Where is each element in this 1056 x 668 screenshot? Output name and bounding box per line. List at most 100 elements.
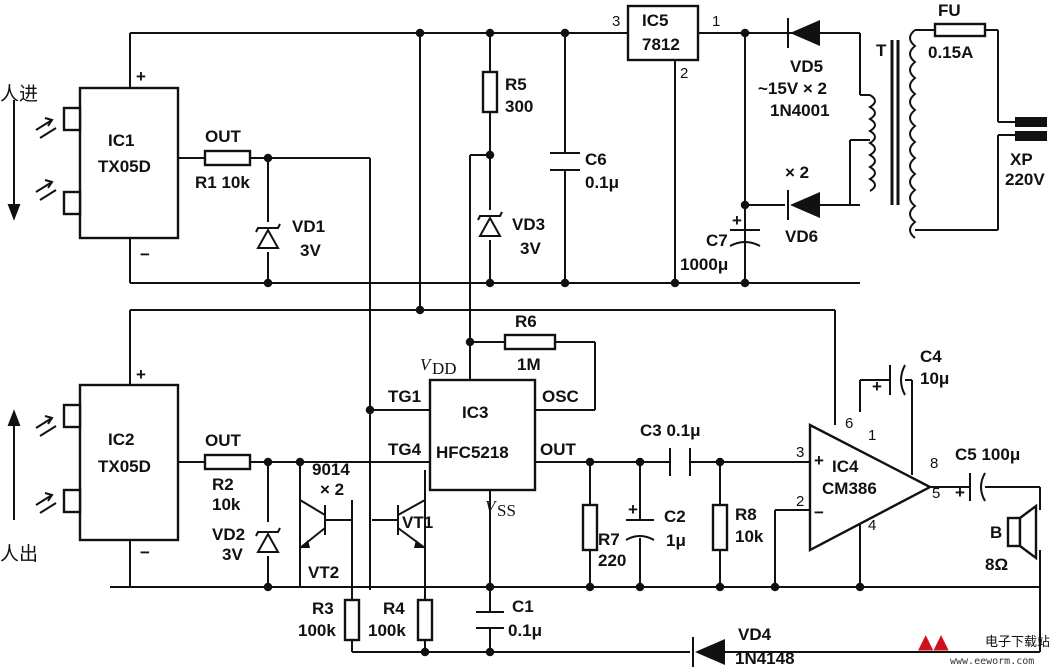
- xp-val: 220V: [1005, 170, 1045, 189]
- b-val: 8Ω: [985, 555, 1008, 574]
- c7-capacitor: +: [729, 211, 761, 283]
- fu-name: FU: [938, 1, 961, 20]
- vt-type2: × 2: [320, 480, 344, 499]
- label-in: 人进: [0, 83, 38, 105]
- watermark-logo: 电子下载站: [985, 635, 1050, 650]
- ic4-pin6: 6: [845, 415, 853, 432]
- c2-name: C2: [664, 507, 686, 526]
- vd4-name: VD4: [738, 625, 772, 644]
- r6-resistor: [503, 333, 557, 351]
- r1-label: R1 10k: [195, 173, 250, 192]
- vdd-label: V: [420, 355, 433, 374]
- ic4-pin8: 8: [930, 455, 938, 472]
- c2-val: 1μ: [666, 531, 686, 550]
- osc-label: OSC: [542, 387, 579, 406]
- r7-resistor: [581, 503, 599, 552]
- r2-name: R2: [212, 475, 234, 494]
- ic4-pin3: 3: [796, 444, 804, 461]
- vd4-diode: [692, 637, 725, 667]
- vd2-name: VD2: [212, 525, 245, 544]
- vd1-zener: [255, 223, 281, 249]
- ic2-name: IC2: [108, 430, 134, 449]
- out2-label: OUT: [205, 431, 242, 450]
- c6-val: 0.1μ: [585, 173, 619, 192]
- ic3-box: IC3 HFC5218 TG1 TG4 OSC OUT V DD V SS: [388, 355, 579, 520]
- c7-plus: +: [732, 211, 742, 230]
- vd2-val: 3V: [222, 545, 243, 564]
- vd5-diode: [787, 18, 820, 48]
- ic2-minus: −: [140, 543, 150, 562]
- ic4-pin4: 4: [868, 517, 876, 534]
- vt2-transistor: [299, 499, 326, 549]
- tg4-label: TG4: [388, 440, 422, 459]
- r6-name: R6: [515, 312, 537, 331]
- c2-plus: +: [628, 500, 638, 519]
- c5-capacitor: +: [955, 472, 986, 502]
- vd5-val2: 1N4001: [770, 101, 830, 120]
- c6-name: C6: [585, 150, 607, 169]
- tg1-label: TG1: [388, 387, 421, 406]
- watermark-site: www.eeworm.com: [950, 656, 1034, 667]
- c4-name: C4: [920, 347, 942, 366]
- fu-val: 0.15A: [928, 43, 973, 62]
- r4-resistor: [416, 598, 434, 642]
- c2-capacitor: +: [625, 500, 655, 541]
- r4-val: 100k: [368, 621, 406, 640]
- c5-label: C5 100μ: [955, 445, 1020, 464]
- ic2-box: IC2 TX05D + −: [62, 365, 180, 562]
- r8-val: 10k: [735, 527, 764, 546]
- r4-name: R4: [383, 599, 405, 618]
- vd5-name: VD5: [790, 57, 823, 76]
- c7-name: C7: [706, 231, 728, 250]
- r8-name: R8: [735, 505, 757, 524]
- out1-label: OUT: [205, 127, 242, 146]
- c3-capacitor: [669, 448, 691, 476]
- r5-val: 300: [505, 97, 533, 116]
- xp-plug-icon: [1015, 117, 1047, 141]
- c7-val: 1000μ: [680, 255, 728, 274]
- c4-plus: +: [872, 377, 882, 396]
- ic1-type: TX05D: [98, 157, 151, 176]
- vd6-name: VD6: [785, 227, 818, 246]
- r8-resistor: [711, 503, 729, 552]
- ic4-amplifier: IC4 CM386 + − 3 2 6 1 4 8 5: [796, 415, 940, 552]
- vd3-zener: [477, 211, 503, 237]
- c4-val: 10μ: [920, 369, 949, 388]
- r7-val: 220: [598, 551, 626, 570]
- ic4-minus: −: [814, 503, 824, 522]
- ic5-pin2: 2: [680, 65, 688, 82]
- r7-name: R7: [598, 530, 620, 549]
- ic4-name: IC4: [832, 457, 859, 476]
- ic1-plus: +: [136, 67, 146, 86]
- vt-type1: 9014: [312, 460, 350, 479]
- r6-val: 1M: [517, 355, 541, 374]
- ir-arrows-in-icon: [7, 100, 57, 221]
- c1-name: C1: [512, 597, 534, 616]
- speaker-icon: [1006, 503, 1038, 561]
- ic3-type: HFC5218: [436, 443, 509, 462]
- vt1-label: VT1: [402, 513, 433, 532]
- c3-label: C3 0.1μ: [640, 421, 701, 440]
- ic2-type: TX05D: [98, 457, 151, 476]
- c1-capacitor: [476, 611, 504, 629]
- b-name: B: [990, 523, 1002, 542]
- label-out: 人出: [0, 543, 38, 565]
- vd4-val: 1N4148: [735, 649, 795, 668]
- t-name: T: [876, 41, 887, 60]
- r3-resistor: [343, 598, 361, 642]
- r5-resistor: [481, 70, 499, 114]
- ic3-out-label: OUT: [540, 440, 577, 459]
- ic3-name: IC3: [462, 403, 488, 422]
- vdd-sub: DD: [432, 359, 457, 378]
- c1-val: 0.1μ: [508, 621, 542, 640]
- c4-capacitor: +: [872, 364, 906, 396]
- vss-sub: SS: [497, 501, 516, 520]
- transformer: [868, 29, 917, 239]
- ic4-pin2: 2: [796, 493, 804, 510]
- xp-name: XP: [1010, 150, 1033, 169]
- ic4-plus: +: [814, 451, 824, 470]
- ic5-name: IC5: [642, 11, 668, 30]
- r3-name: R3: [312, 599, 334, 618]
- c6-capacitor: [550, 152, 580, 171]
- vd3-val: 3V: [520, 239, 541, 258]
